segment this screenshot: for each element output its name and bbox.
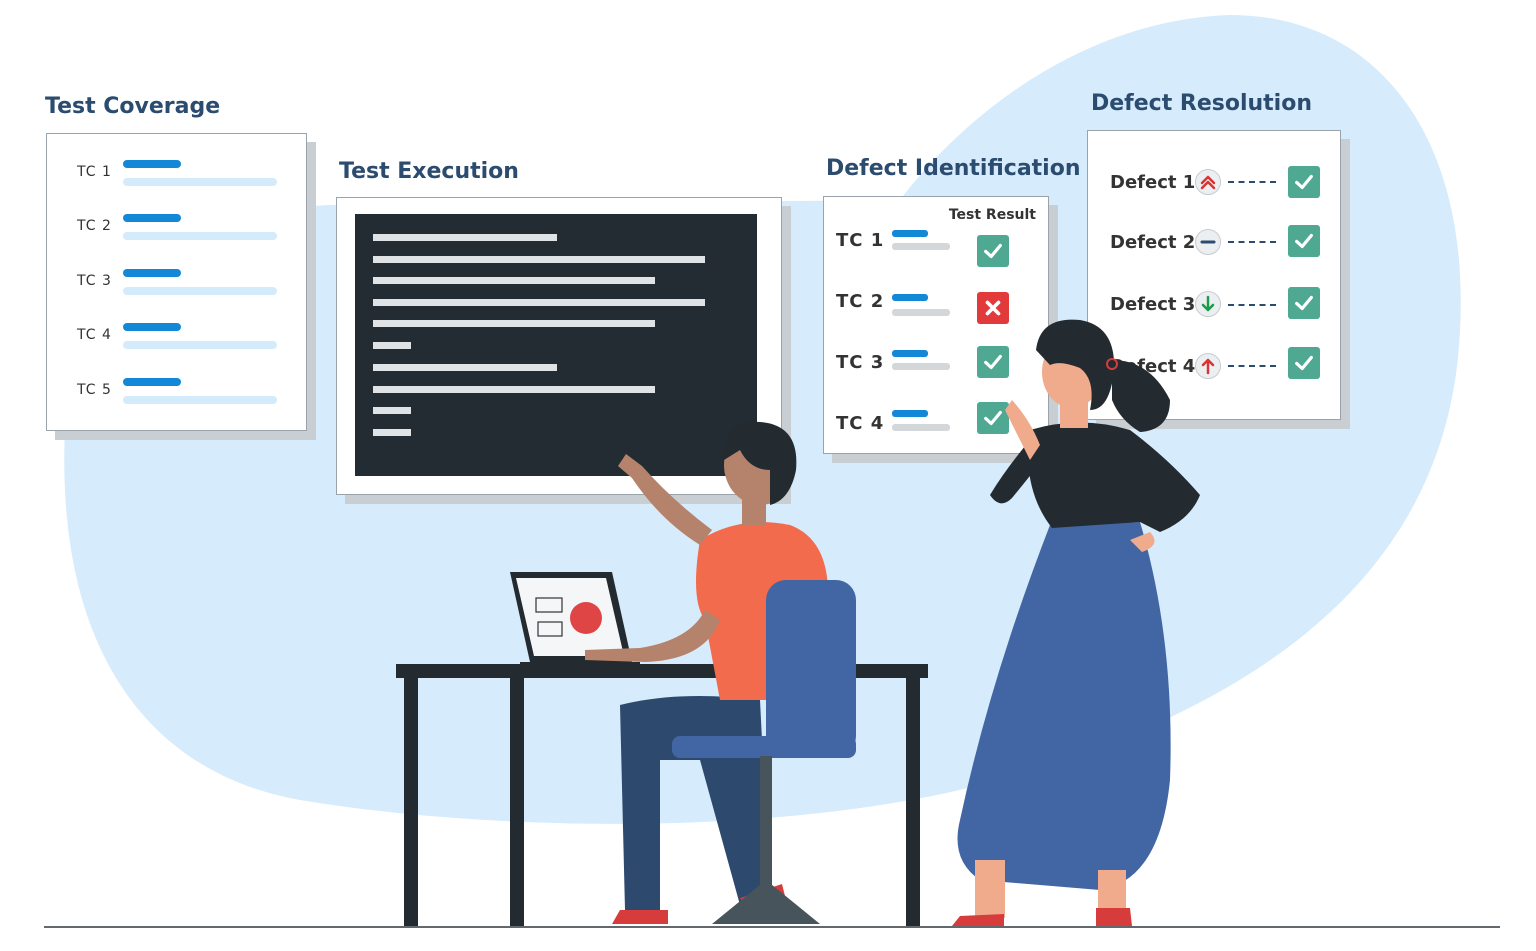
defect-id-row-label: TC 4: [836, 413, 885, 434]
test-execution-title: Test Execution: [339, 159, 519, 184]
defect-id-bar: [892, 350, 928, 357]
connector-dash: [1228, 241, 1276, 243]
coverage-track-bar: [123, 232, 277, 240]
defect-id-row-label: TC 1: [836, 230, 885, 251]
test-coverage-title: Test Coverage: [45, 94, 221, 119]
defect-id-bar: [892, 410, 928, 417]
code-line: [373, 429, 411, 436]
coverage-row: TC 5: [77, 378, 297, 412]
coverage-row-label: TC 4: [77, 327, 112, 343]
code-line: [373, 407, 411, 414]
check-icon: [1288, 166, 1320, 198]
coverage-row: TC 2: [77, 214, 297, 248]
x-icon: [977, 292, 1009, 324]
code-line: [373, 277, 655, 284]
defect-id-track: [892, 243, 950, 250]
code-line: [373, 234, 557, 241]
defect-row-label: Defect 4: [1110, 356, 1196, 377]
code-line: [373, 364, 557, 371]
double-chevron-up-icon: [1195, 169, 1221, 195]
coverage-track-bar: [123, 287, 277, 295]
coverage-progress-bar: [123, 160, 181, 168]
check-icon: [977, 235, 1009, 267]
connector-dash: [1228, 365, 1276, 367]
code-line: [373, 256, 705, 263]
connector-dash: [1228, 181, 1276, 183]
coverage-row-label: TC 1: [77, 164, 112, 180]
terminal-screen: [355, 214, 757, 476]
code-line: [373, 299, 705, 306]
coverage-row-label: TC 3: [77, 273, 112, 289]
defect-row-label: Defect 2: [1110, 232, 1196, 253]
test-coverage-panel: TC 1 TC 2 TC 3 TC 4 TC 5: [46, 133, 307, 431]
coverage-track-bar: [123, 178, 277, 186]
defect-identification-title: Defect Identification: [826, 156, 1081, 181]
coverage-row-label: TC 5: [77, 382, 112, 398]
code-line: [373, 386, 655, 393]
defect-row-label: Defect 1: [1110, 172, 1196, 193]
arrow-down-icon: [1195, 291, 1221, 317]
defect-resolution-title: Defect Resolution: [1091, 91, 1312, 116]
coverage-progress-bar: [123, 214, 181, 222]
connector-dash: [1228, 304, 1276, 306]
defect-id-track: [892, 424, 950, 431]
check-icon: [1288, 347, 1320, 379]
code-line: [373, 320, 655, 327]
arrow-up-icon: [1195, 353, 1221, 379]
coverage-row: TC 1: [77, 160, 297, 194]
check-icon: [977, 346, 1009, 378]
coverage-progress-bar: [123, 378, 181, 386]
defect-id-row-label: TC 3: [836, 352, 885, 373]
test-execution-panel: [336, 197, 782, 495]
check-icon: [1288, 225, 1320, 257]
defect-id-track: [892, 363, 950, 370]
defect-identification-panel: Test Result TC 1 TC 2 TC 3 TC 4: [823, 196, 1049, 454]
coverage-row-label: TC 2: [77, 218, 112, 234]
test-result-header: Test Result: [948, 207, 1036, 223]
coverage-row: TC 4: [77, 323, 297, 357]
coverage-progress-bar: [123, 269, 181, 277]
minus-icon: [1195, 229, 1221, 255]
code-line: [373, 342, 411, 349]
coverage-progress-bar: [123, 323, 181, 331]
coverage-track-bar: [123, 341, 277, 349]
defect-resolution-panel: Defect 1 Defect 2 Defect 3 Defect 4: [1087, 130, 1341, 420]
defect-id-row-label: TC 2: [836, 291, 885, 312]
defect-id-bar: [892, 230, 928, 237]
check-icon: [1288, 287, 1320, 319]
check-icon: [977, 402, 1009, 434]
defect-id-bar: [892, 294, 928, 301]
coverage-row: TC 3: [77, 269, 297, 303]
defect-id-track: [892, 309, 950, 316]
coverage-track-bar: [123, 396, 277, 404]
defect-row-label: Defect 3: [1110, 294, 1196, 315]
